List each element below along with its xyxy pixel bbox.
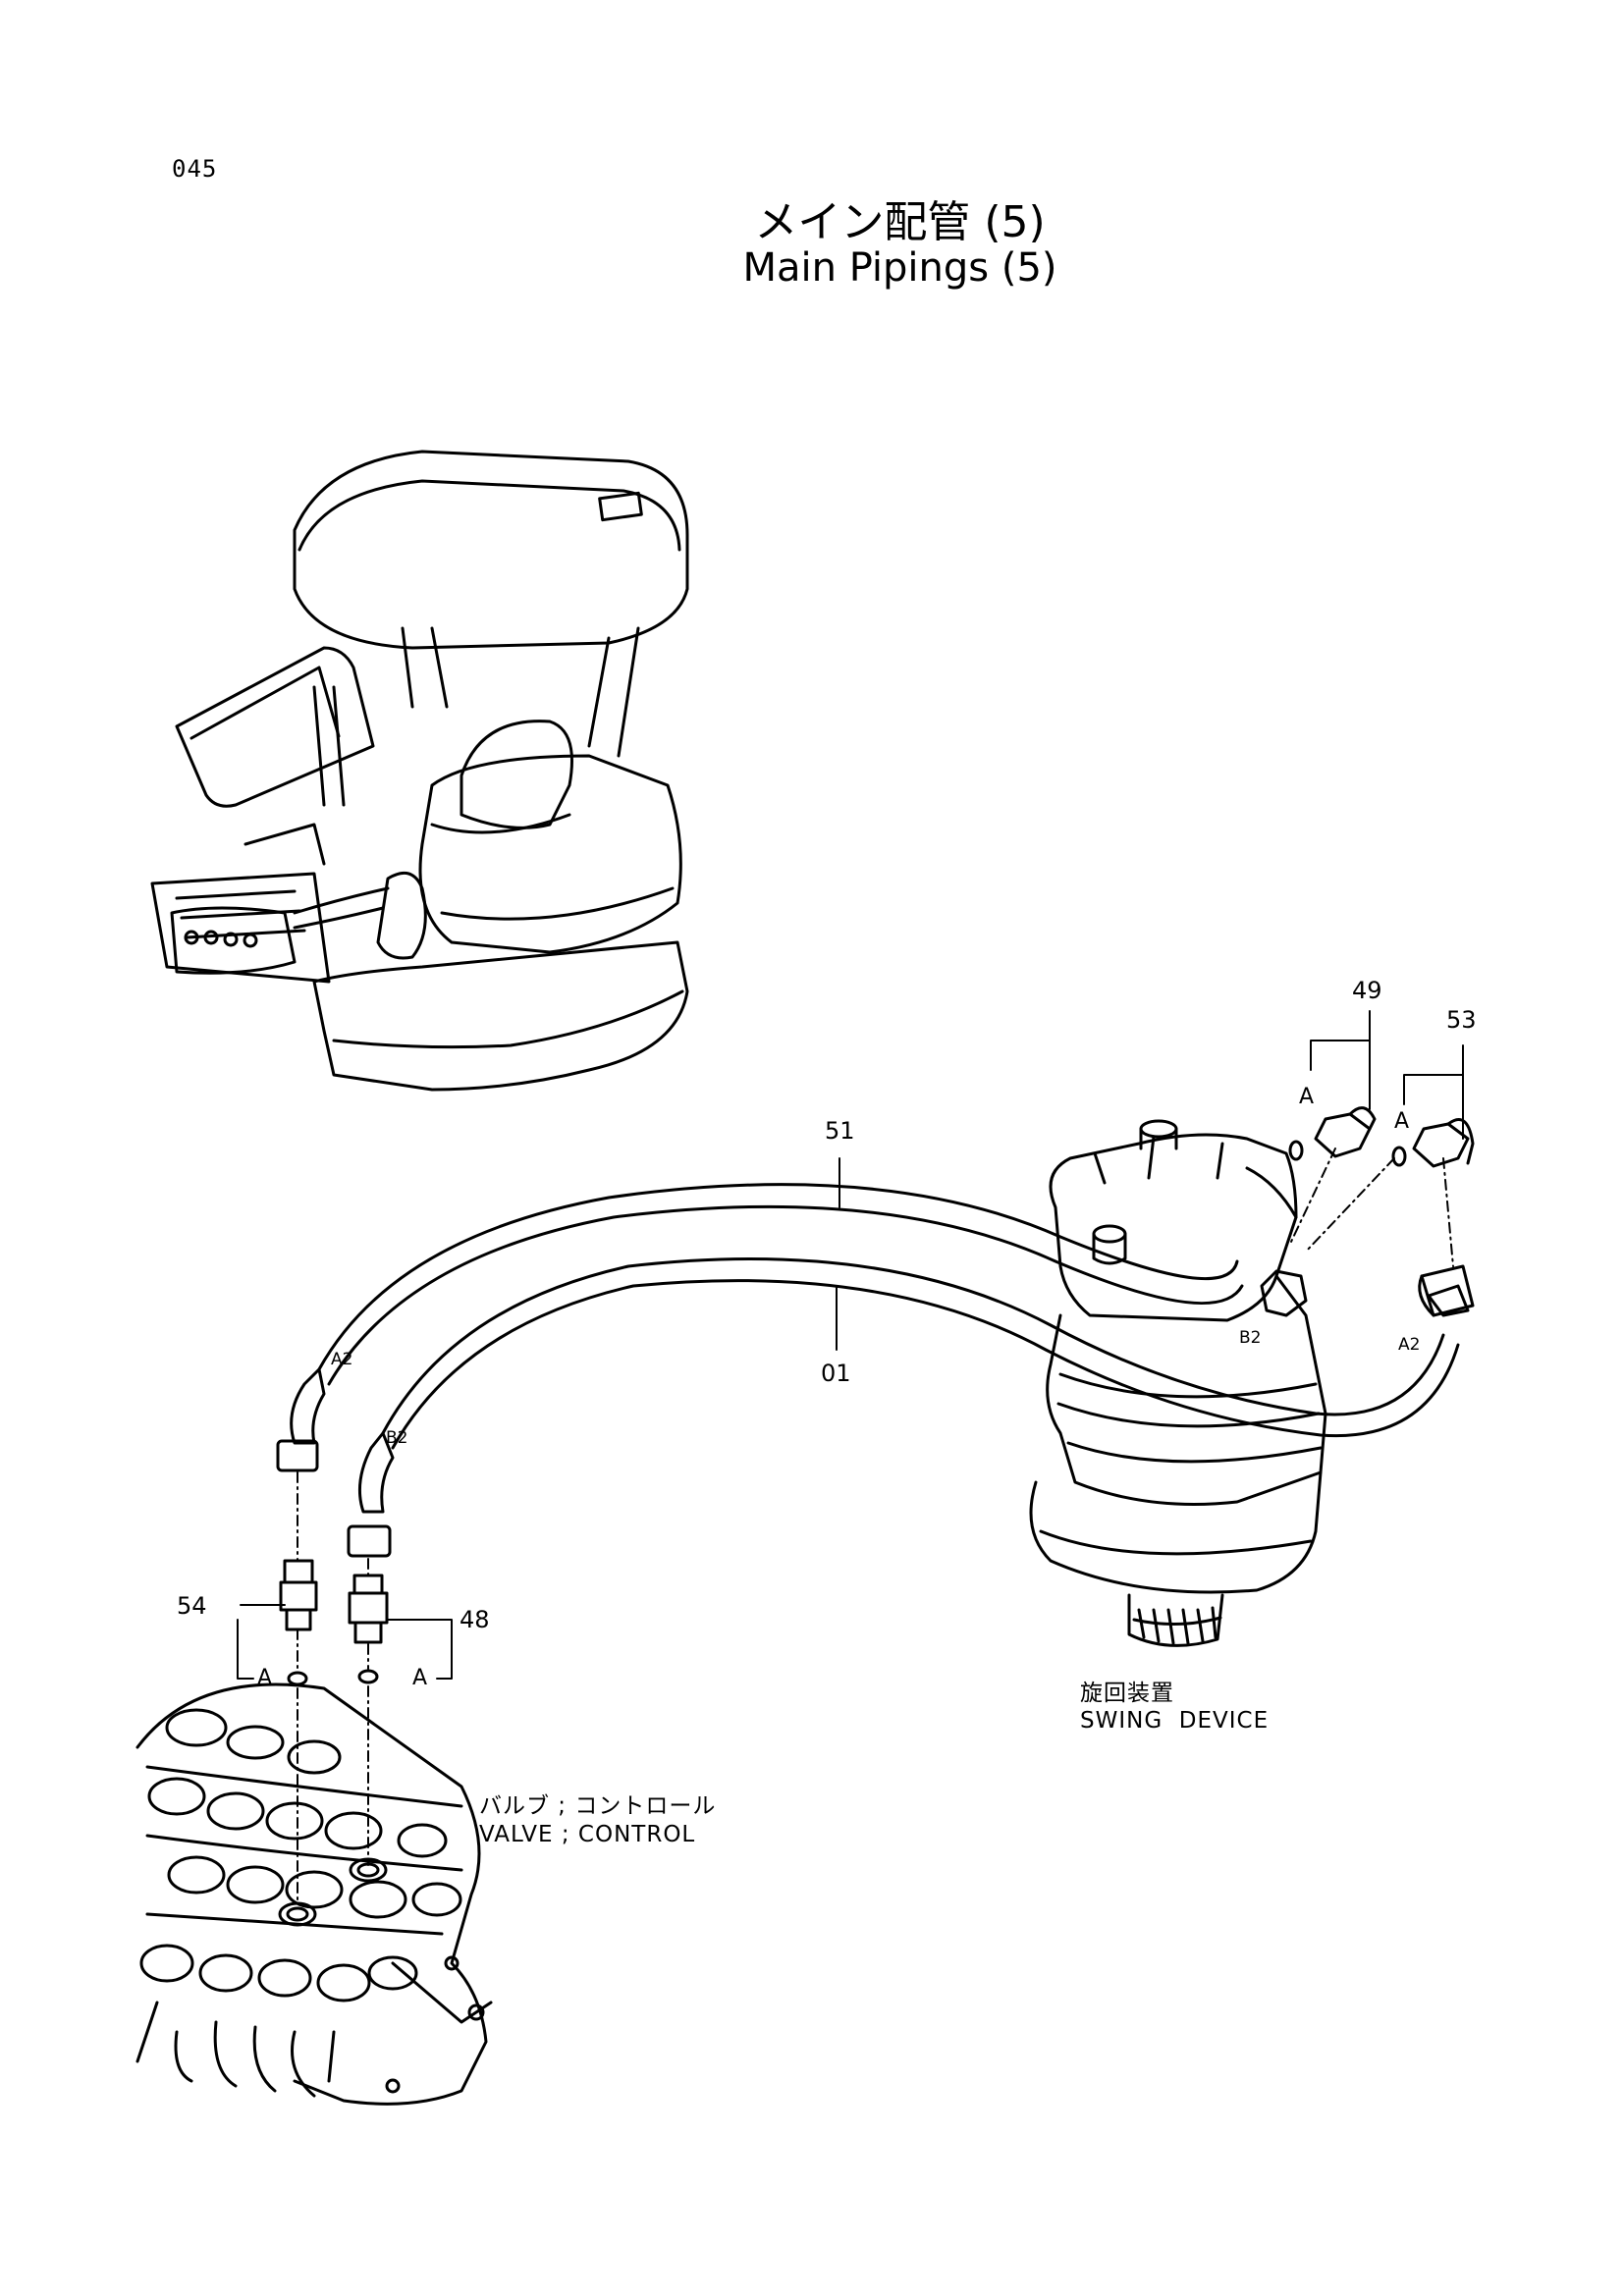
callout-01: 01	[821, 1360, 851, 1387]
elbow-49	[1288, 1106, 1377, 1161]
port-label-b2-left: B2	[386, 1428, 408, 1448]
control-valve-label-en: VALVE ; CONTROL	[479, 1822, 696, 1847]
elbow-53	[1391, 1118, 1475, 1168]
hose-51	[317, 1183, 1244, 1386]
hose-01	[381, 1257, 1460, 1450]
elbow-b2-left	[357, 1431, 395, 1514]
callout-a-53: A	[1394, 1109, 1410, 1134]
bracket-53	[1403, 1044, 1464, 1140]
page-title-japanese: メイン配管 (5)	[754, 197, 1046, 247]
callout-49: 49	[1352, 977, 1382, 1004]
o-ring-54	[287, 1671, 308, 1686]
fitting-a2-right	[1420, 1264, 1475, 1317]
control-valve-label-jp: バルブ ; コントロール	[479, 1793, 717, 1819]
callout-a-48: A	[412, 1666, 428, 1690]
callout-a-54: A	[257, 1666, 273, 1690]
nut-b2-left	[347, 1524, 392, 1558]
control-valve	[135, 1682, 493, 2106]
adapter-48	[348, 1574, 389, 1644]
swing-device-label-en: SWING DEVICE	[1080, 1708, 1270, 1734]
fitting-b2-right	[1260, 1269, 1308, 1317]
callout-a-49: A	[1299, 1085, 1315, 1109]
port-label-a2-right: A2	[1398, 1335, 1421, 1355]
callout-48: 48	[460, 1606, 490, 1633]
callout-51: 51	[825, 1117, 855, 1145]
adapter-54	[279, 1559, 318, 1631]
swing-device-label-jp: 旋回装置	[1080, 1681, 1174, 1706]
nut-a2-left	[276, 1439, 319, 1472]
o-ring-48	[357, 1669, 379, 1684]
bracket-54	[237, 1604, 286, 1680]
callout-54: 54	[177, 1592, 207, 1620]
elbow-a2-left	[290, 1367, 326, 1445]
page-number: 045	[172, 155, 218, 183]
swing-device	[1029, 1119, 1327, 1647]
port-label-b2-right: B2	[1239, 1328, 1262, 1348]
connection-lines	[297, 1148, 1454, 1905]
excavator-overview	[150, 450, 689, 1092]
bracket-49	[1310, 1010, 1371, 1110]
page-title-english: Main Pipings (5)	[742, 245, 1057, 291]
port-label-a2-left: A2	[331, 1350, 353, 1369]
bracket-48	[387, 1619, 453, 1680]
callout-53: 53	[1446, 1006, 1477, 1034]
fitting-a2-right-edge	[1418, 1274, 1435, 1317]
